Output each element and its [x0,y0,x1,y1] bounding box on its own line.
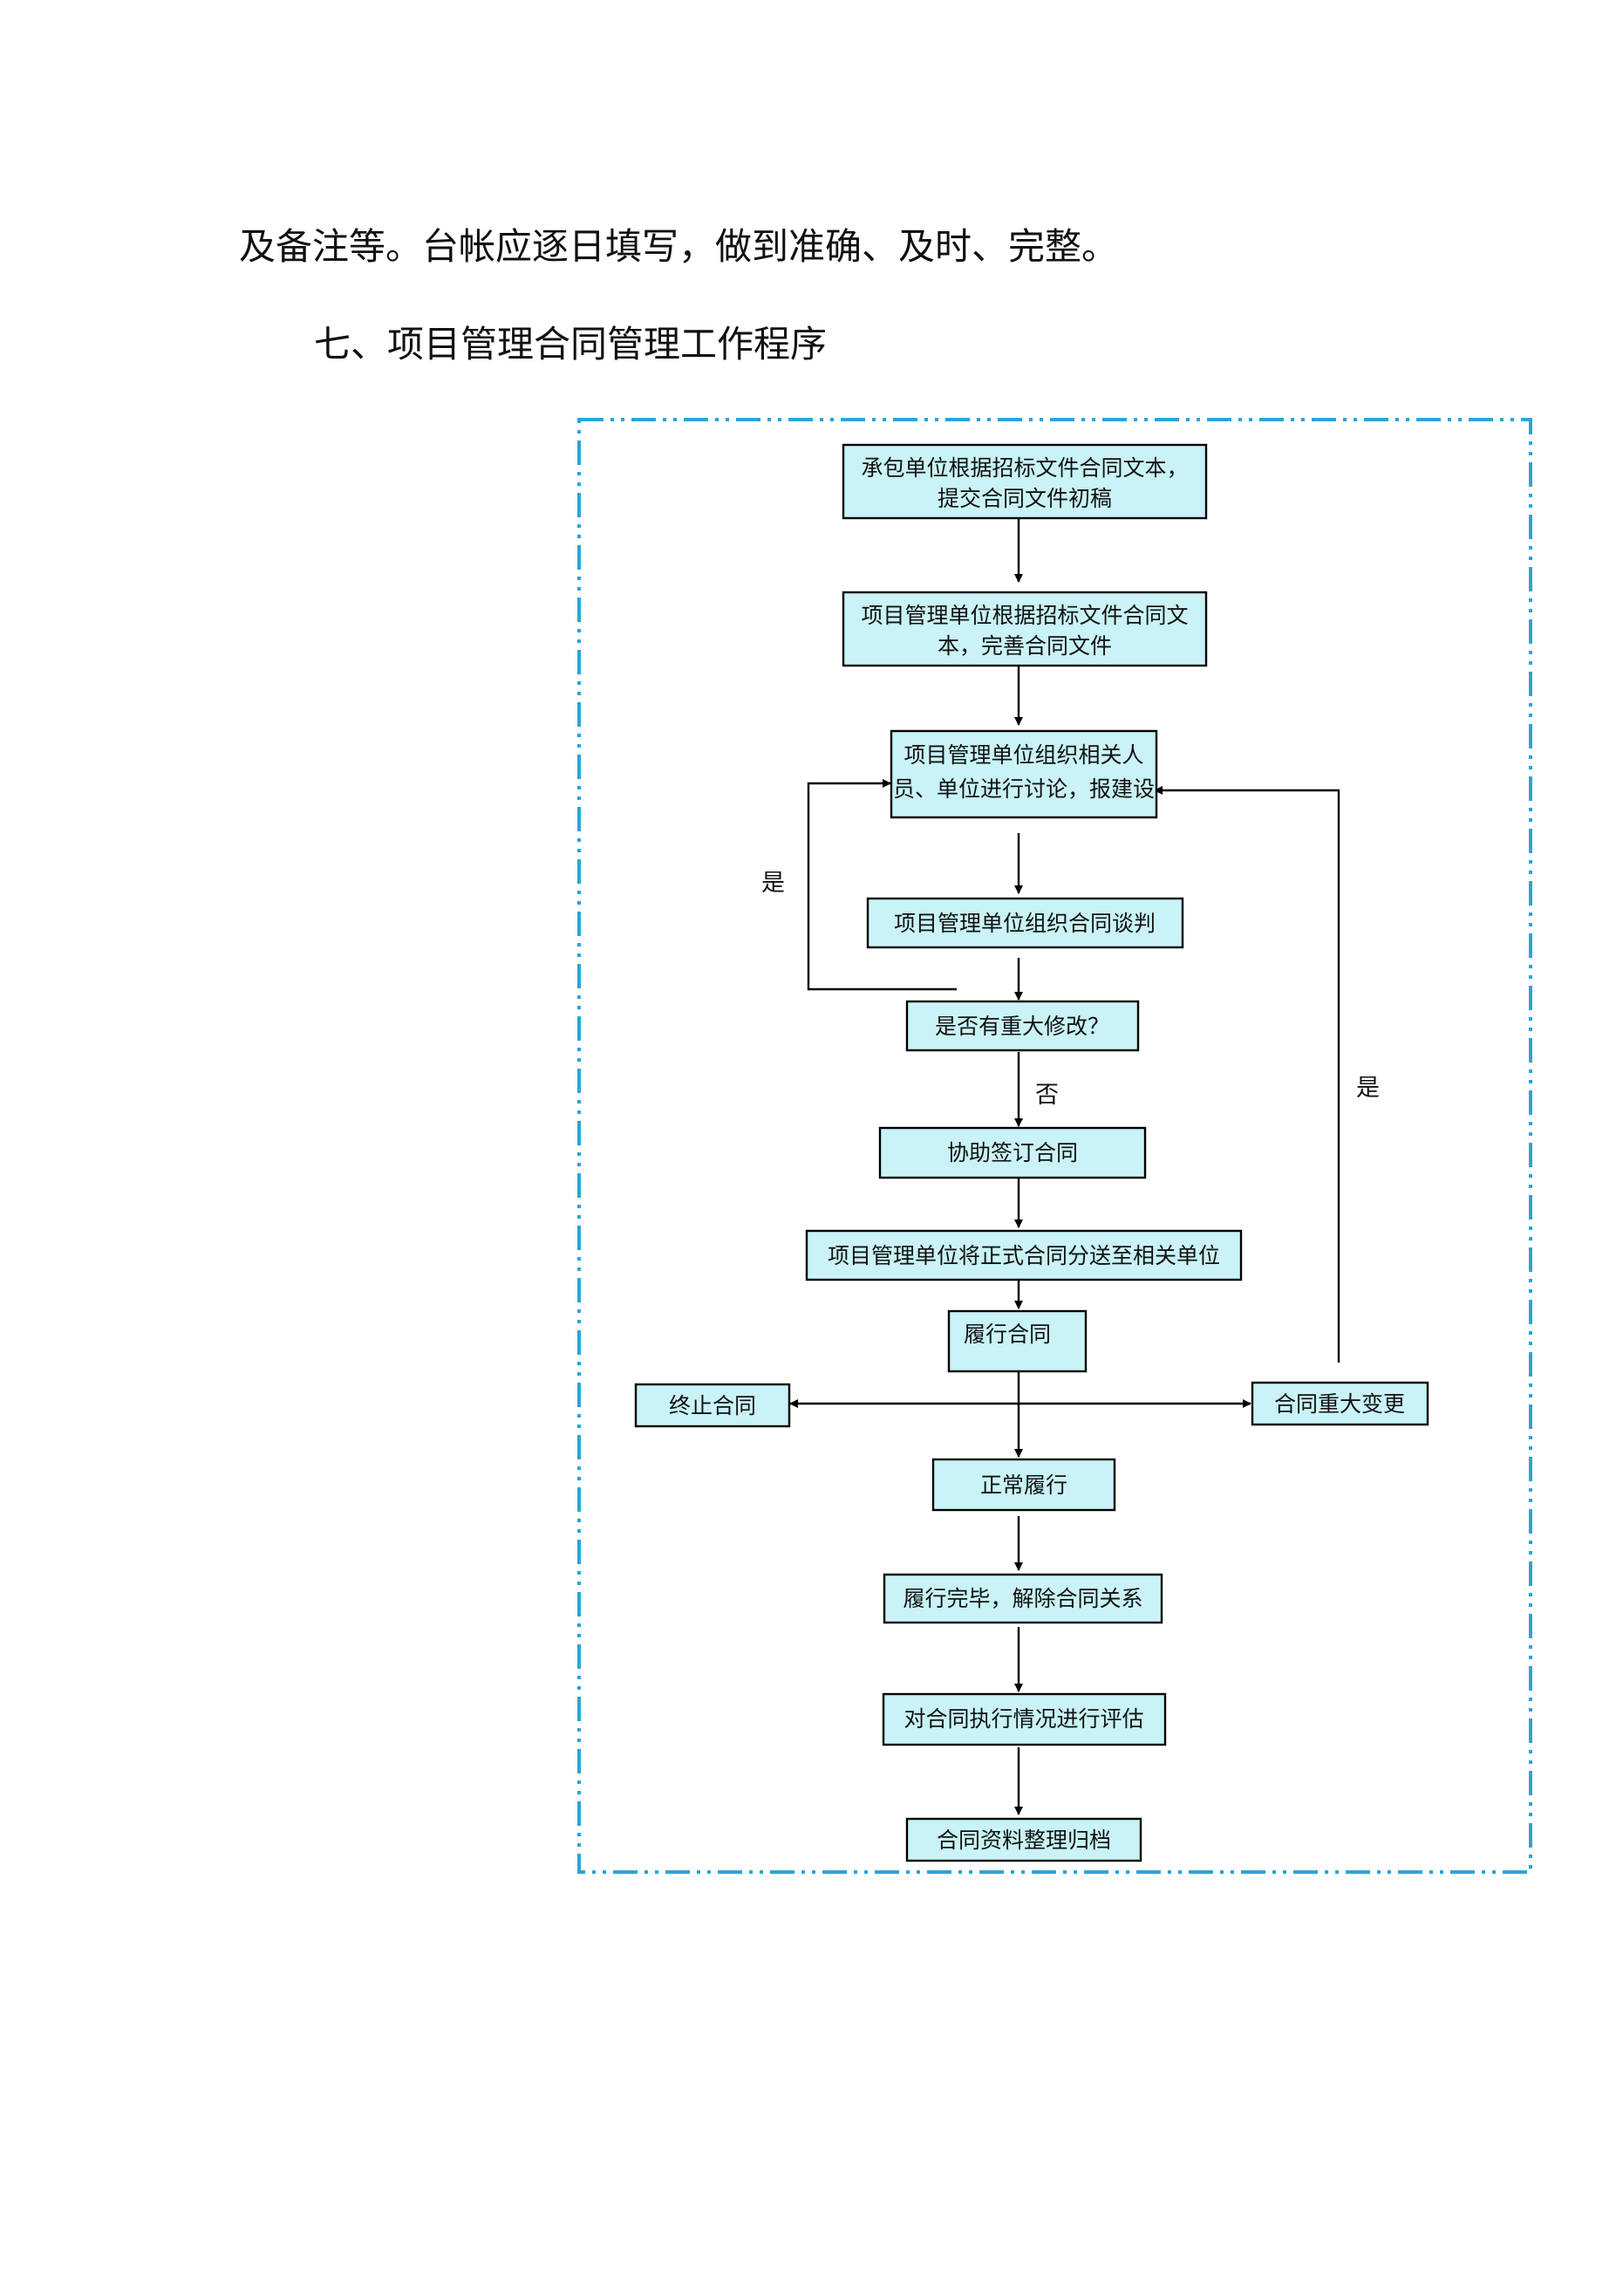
node-draft: 承包单位根据招标文件合同文本， 提交合同文件初稿 [842,443,1208,520]
node-discuss: 项目管理单位组织相关人 员、单位进行讨论，报建设 [890,729,1158,819]
node-distribute-label: 项目管理单位将正式合同分送至相关单位 [828,1243,1220,1268]
edge-label-yes-left: 是 [761,870,785,897]
node-decision: 是否有重大修改？ [905,1000,1140,1052]
node-sign: 协助签订合同 [878,1126,1147,1179]
node-major-change: 合同重大变更 [1251,1381,1429,1426]
node-evaluate: 对合同执行情况进行评估 [882,1692,1167,1746]
flowchart-edges [789,518,1340,1815]
node-draft-line1: 承包单位根据招标文件合同文本， [861,455,1188,481]
flowchart-frame [577,418,1532,1874]
node-negotiate-label: 项目管理单位组织合同谈判 [894,911,1156,936]
node-refine-line2: 本，完善合同文件 [938,633,1112,659]
node-perform-label: 履行合同 [964,1322,1051,1347]
node-normal-label: 正常履行 [980,1473,1067,1498]
node-draft-line2: 提交合同文件初稿 [938,486,1112,511]
node-complete-label: 履行完毕，解除合同关系 [903,1586,1142,1611]
node-discuss-line1: 项目管理单位组织相关人 [904,742,1143,768]
node-sign-label: 协助签订合同 [947,1140,1078,1165]
node-perform: 履行合同 [947,1309,1088,1373]
node-major-change-label: 合同重大变更 [1274,1391,1405,1417]
node-refine-line1: 项目管理单位根据招标文件合同文 [861,603,1188,628]
node-discuss-line2: 员、单位进行讨论，报建设 [893,776,1155,802]
node-distribute: 项目管理单位将正式合同分送至相关单位 [805,1229,1243,1281]
paragraph-continuation: 及备注等。台帐应逐日填写，做到准确、及时、完整。 [239,225,1119,268]
section-heading: 七、项目管理合同管理工作程序 [314,323,828,366]
node-complete: 履行完毕，解除合同关系 [883,1573,1163,1624]
node-terminate-label: 终止合同 [669,1393,756,1418]
node-terminate: 终止合同 [634,1383,791,1428]
node-evaluate-label: 对合同执行情况进行评估 [904,1706,1143,1732]
edge-yes-loop-right [1154,786,1340,1363]
node-negotiate: 项目管理单位组织合同谈判 [866,897,1184,949]
edge-label-yes-right: 是 [1356,1075,1380,1102]
edge-label-no: 否 [1035,1082,1059,1109]
node-archive: 合同资料整理归档 [905,1817,1142,1862]
node-decision-label: 是否有重大修改？ [935,1014,1109,1039]
node-normal: 正常履行 [931,1458,1116,1512]
node-refine: 项目管理单位根据招标文件合同文 本，完善合同文件 [842,591,1208,667]
node-archive-label: 合同资料整理归档 [937,1828,1111,1853]
edge-yes-loop-left [807,779,957,991]
